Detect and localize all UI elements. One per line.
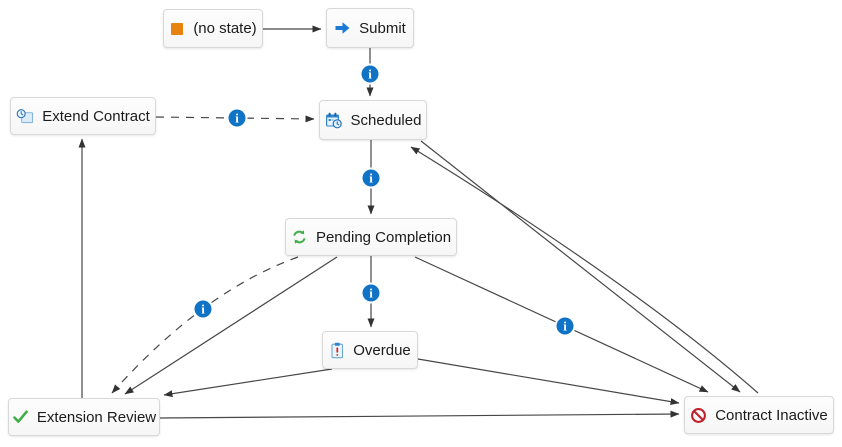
info-icon-scheduled-to-pending-completion[interactable]: i: [360, 167, 382, 189]
edge-pending-completion-to-extension-review[interactable]: [111, 256, 299, 394]
edge-contract-inactive-to-scheduled[interactable]: [410, 146, 759, 394]
submit-arrow-icon: [334, 20, 351, 37]
node-pending-completion[interactable]: Pending Completion: [285, 218, 457, 256]
calendar-clock-icon: [325, 112, 343, 129]
node-label: Extend Contract: [42, 107, 150, 125]
edge-extension-review-to-contract-inactive[interactable]: [159, 410, 680, 419]
node-submit[interactable]: Submit: [326, 8, 414, 48]
node-extend-contract[interactable]: Extend Contract: [10, 97, 156, 135]
node-label: Extension Review: [36, 408, 157, 426]
node-label: (no state): [193, 20, 257, 37]
svg-text:i: i: [369, 171, 373, 186]
prohibition-icon: [690, 407, 707, 424]
edge-overdue-to-contract-inactive[interactable]: [417, 358, 680, 406]
info-icon-pending-completion-to-extension-review[interactable]: i: [192, 298, 214, 320]
node-extension-review[interactable]: Extension Review: [8, 398, 160, 436]
no-state-square-icon: [169, 20, 185, 37]
green-check-icon: [12, 409, 29, 426]
node-contract-inactive[interactable]: Contract Inactive: [684, 396, 834, 434]
edge-scheduled-to-contract-inactive[interactable]: [420, 140, 741, 393]
info-icon-submit-to-scheduled[interactable]: i: [359, 63, 381, 85]
edge-pending-completion-to-extension-review[interactable]: [124, 256, 338, 395]
node-overdue[interactable]: Overdue: [322, 331, 418, 369]
svg-text:i: i: [369, 286, 373, 301]
node-label: Pending Completion: [315, 228, 452, 246]
overdue-clipboard-icon: [329, 342, 345, 359]
info-icon-pending-completion-to-contract-inactive[interactable]: i: [554, 315, 576, 337]
refresh-icon: [291, 229, 308, 246]
info-icon-extend-contract-to-scheduled[interactable]: i: [226, 107, 248, 129]
node-no-state[interactable]: (no state): [163, 9, 263, 48]
info-icon-pending-completion-to-overdue[interactable]: i: [360, 282, 382, 304]
extend-contract-icon: [16, 108, 34, 125]
node-label: Contract Inactive: [715, 406, 828, 424]
svg-text:i: i: [235, 111, 239, 126]
node-scheduled[interactable]: Scheduled: [319, 100, 427, 140]
node-label: Submit: [359, 19, 406, 37]
svg-text:i: i: [201, 302, 205, 317]
svg-text:i: i: [368, 67, 372, 82]
edge-overdue-to-extension-review[interactable]: [163, 368, 333, 398]
node-label: Overdue: [353, 341, 411, 359]
svg-text:i: i: [563, 319, 567, 334]
node-label: Scheduled: [350, 111, 422, 129]
